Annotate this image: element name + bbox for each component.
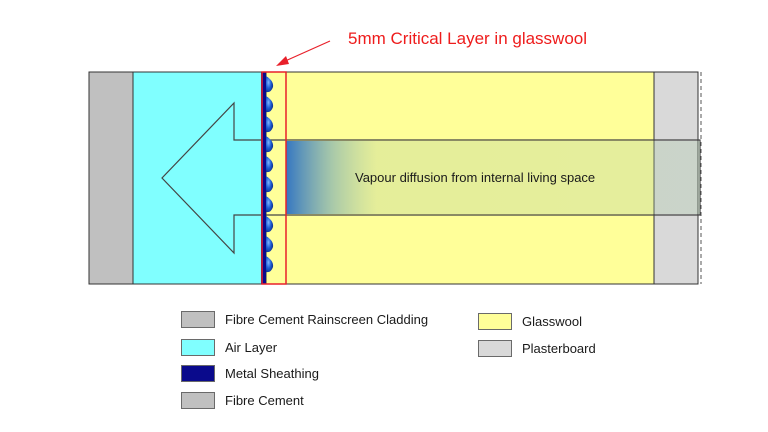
legend-swatch	[181, 364, 215, 382]
legend-label: Fibre Cement Rainscreen Cladding	[225, 311, 429, 327]
droplet-icon	[266, 216, 274, 233]
droplet-icon	[266, 116, 274, 133]
callout-arrow-head	[276, 56, 289, 66]
legend-swatch	[478, 312, 512, 330]
legend-item-plasterboard: Plasterboard	[478, 339, 596, 357]
legend-label: Glasswool	[522, 313, 582, 329]
legend-item-fibre-cement: Fibre Cement	[181, 391, 304, 409]
fibre-cement-cladding-layer	[88, 71, 134, 285]
droplet-icon	[266, 236, 274, 253]
condensation-droplets	[266, 76, 274, 273]
droplet-icon	[266, 156, 274, 173]
droplet-icon	[266, 96, 274, 113]
legend-item-air-layer: Air Layer	[181, 338, 277, 356]
vapour-diffusion-label: Vapour diffusion from internal living sp…	[355, 170, 595, 185]
legend-item-glasswool: Glasswool	[478, 312, 582, 330]
droplet-icon	[266, 256, 274, 273]
legend-swatch	[181, 338, 215, 356]
legend-item-metal-sheathing: Metal Sheathing	[181, 364, 319, 382]
droplet-icon	[266, 196, 274, 213]
droplet-icon	[266, 136, 274, 153]
legend-label: Plasterboard	[522, 340, 596, 356]
callout-arrow-line	[282, 40, 331, 63]
legend-label: Fibre Cement	[225, 392, 304, 408]
metal-sheathing-layer	[261, 72, 266, 284]
air-layer	[132, 71, 263, 285]
legend-swatch	[181, 391, 215, 409]
legend-swatch	[181, 310, 215, 328]
diffusion-arrow-outline	[161, 101, 701, 255]
vapour-diffusion-band	[286, 141, 700, 214]
legend-label: Metal Sheathing	[225, 365, 319, 381]
critical-layer-outline	[261, 71, 287, 285]
legend-item-fibre-cement-cladding: Fibre Cement Rainscreen Cladding	[181, 310, 428, 328]
legend-swatch	[478, 339, 512, 357]
droplet-icon	[266, 76, 274, 93]
critical-layer-callout: 5mm Critical Layer in glasswool	[348, 29, 588, 48]
droplet-icon	[266, 176, 274, 193]
legend-label: Air Layer	[225, 339, 278, 355]
